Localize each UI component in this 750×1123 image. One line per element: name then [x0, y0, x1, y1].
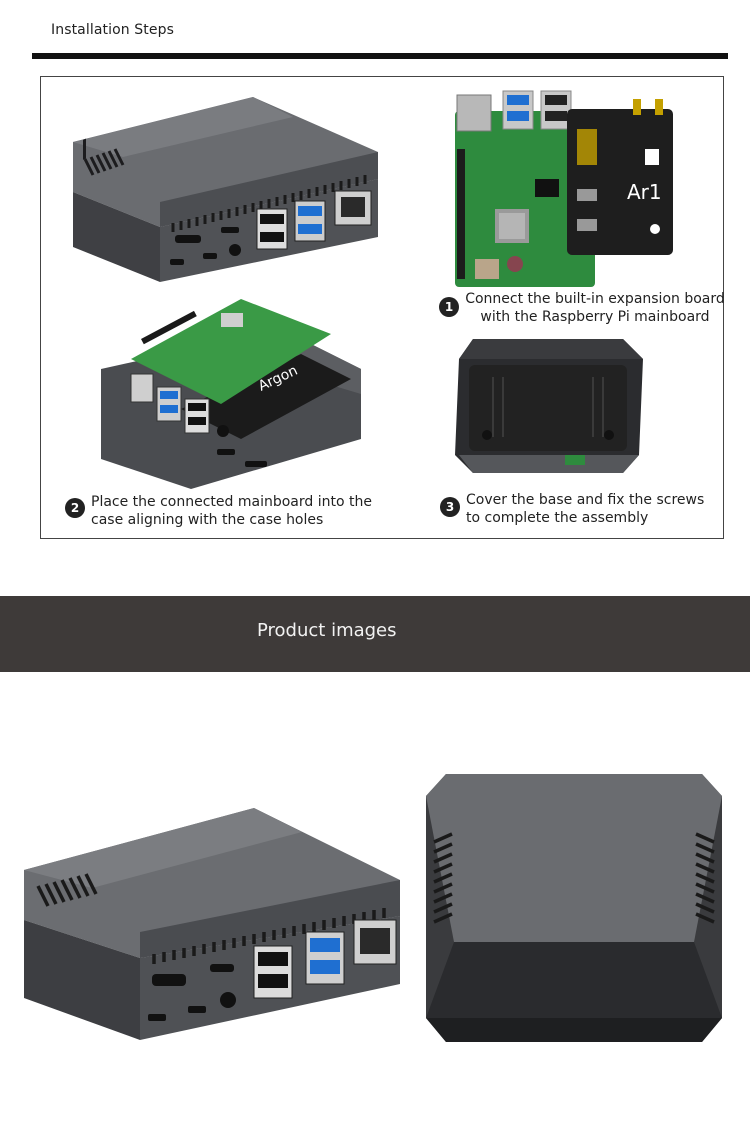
installation-title: Installation Steps: [51, 22, 174, 38]
step-number-2: 2: [65, 498, 85, 518]
case-base-image: [453, 337, 643, 477]
step-number-1: 1: [439, 297, 459, 317]
step-1-line-2: with the Raspberry Pi mainboard: [480, 309, 710, 325]
assembled-case-image: [63, 87, 379, 282]
step-number-3: 3: [440, 497, 460, 517]
step-2-line-2: case aligning with the case holes: [91, 512, 324, 528]
product-case-top-image: [424, 772, 724, 1044]
step-3-line-2: to complete the assembly: [466, 510, 649, 526]
header-divider: [32, 53, 728, 59]
step-1-line-1: Connect the built-in expansion board: [465, 291, 725, 307]
step-3-line-1: Cover the base and fix the screws: [466, 492, 705, 508]
product-images-title: Product images: [257, 620, 397, 641]
product-images-band: Product images: [0, 596, 750, 672]
board-in-case-image: Argon: [81, 299, 361, 491]
step-2-line-1: Place the connected mainboard into the: [91, 494, 372, 510]
board-label: Ar1: [627, 180, 662, 204]
pi-expansion-board-image: Ar1: [455, 89, 673, 287]
installation-header: Installation Steps: [0, 0, 750, 60]
installation-steps-box: Ar1 1 Connect the built-in expansion boa…: [40, 76, 726, 539]
step-2-caption: Place the connected mainboard into the c…: [91, 493, 391, 529]
step-3-caption: Cover the base and fix the screws to com…: [466, 491, 726, 527]
product-case-angle-image: [22, 808, 400, 1040]
step-1-caption: Connect the built-in expansion board wit…: [465, 290, 725, 326]
